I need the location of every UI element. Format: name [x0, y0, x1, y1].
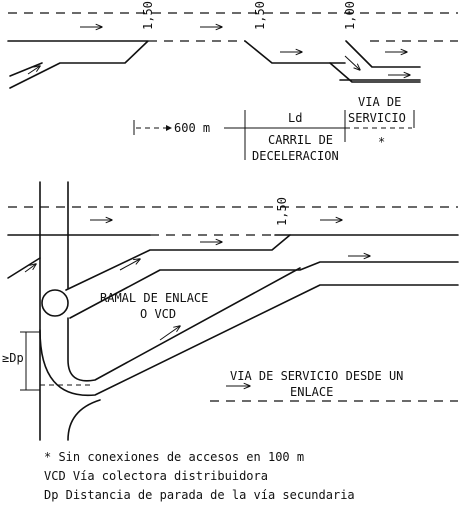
ramp-left-edge [7, 257, 41, 279]
service-road-label-line2: SERVICIO [348, 111, 406, 125]
distance-label: 600 m [174, 121, 210, 135]
note-vcd: VCD Vía colectora distribuidora [44, 469, 268, 483]
service-road-label-line1: VIA DE [358, 95, 401, 109]
ramp-link-upper [65, 234, 291, 291]
traffic-arrow [119, 259, 140, 271]
traffic-arrow [344, 55, 360, 70]
dimension-label-a: 1,50 [141, 1, 155, 30]
dimension-label: 1,50 [275, 197, 289, 226]
ramp-label-line2: O VCD [140, 307, 176, 321]
collector-ramp-edge-inner [39, 284, 459, 397]
service-road-curve [67, 399, 101, 441]
traffic-arrow [27, 66, 40, 75]
main-road-edge-middle [244, 40, 346, 64]
roundabout [41, 289, 69, 317]
collector-ramp-edge-outer [67, 267, 301, 382]
dimension-label-b: 1,50 [253, 1, 267, 30]
service-link-label-line2: ENLACE [290, 385, 333, 399]
ld-label: Ld [288, 111, 302, 125]
auxiliary-lane-upper [345, 40, 421, 68]
notes-legend: * Sin conexiones de accesos en 100 m VCD… [44, 448, 355, 505]
ramp-label-line1: RAMAL DE ENLACE [100, 291, 208, 305]
bottom-diagram: 1,50 RAMAL DE ENLACE O VCD ≥Dp VIA DE SE… [2, 181, 459, 441]
decel-lane-label-line2: DECELERACION [252, 149, 339, 163]
traffic-arrow [159, 326, 180, 341]
note-access: * Sin conexiones de accesos en 100 m [44, 450, 305, 464]
service-road-edge [329, 62, 421, 83]
dp-label: ≥Dp [2, 351, 24, 365]
main-road-edge [7, 40, 149, 89]
decel-lane-label-line1: CARRIL DE [268, 133, 333, 147]
asterisk-label: * [378, 135, 385, 149]
traffic-arrow [24, 264, 36, 273]
note-dp: Dp Distancia de parada de la vía secunda… [44, 488, 355, 502]
ramp-link-lower [69, 261, 459, 319]
dimension-label-c: 1,00 [343, 1, 357, 30]
dimension-arrowhead [166, 125, 172, 131]
service-link-label-line1: VIA DE SERVICIO DESDE UN [230, 369, 403, 383]
top-diagram: 1,50 1,50 1,00 600 m Ld VIA DE SERVICIO … [7, 1, 458, 163]
